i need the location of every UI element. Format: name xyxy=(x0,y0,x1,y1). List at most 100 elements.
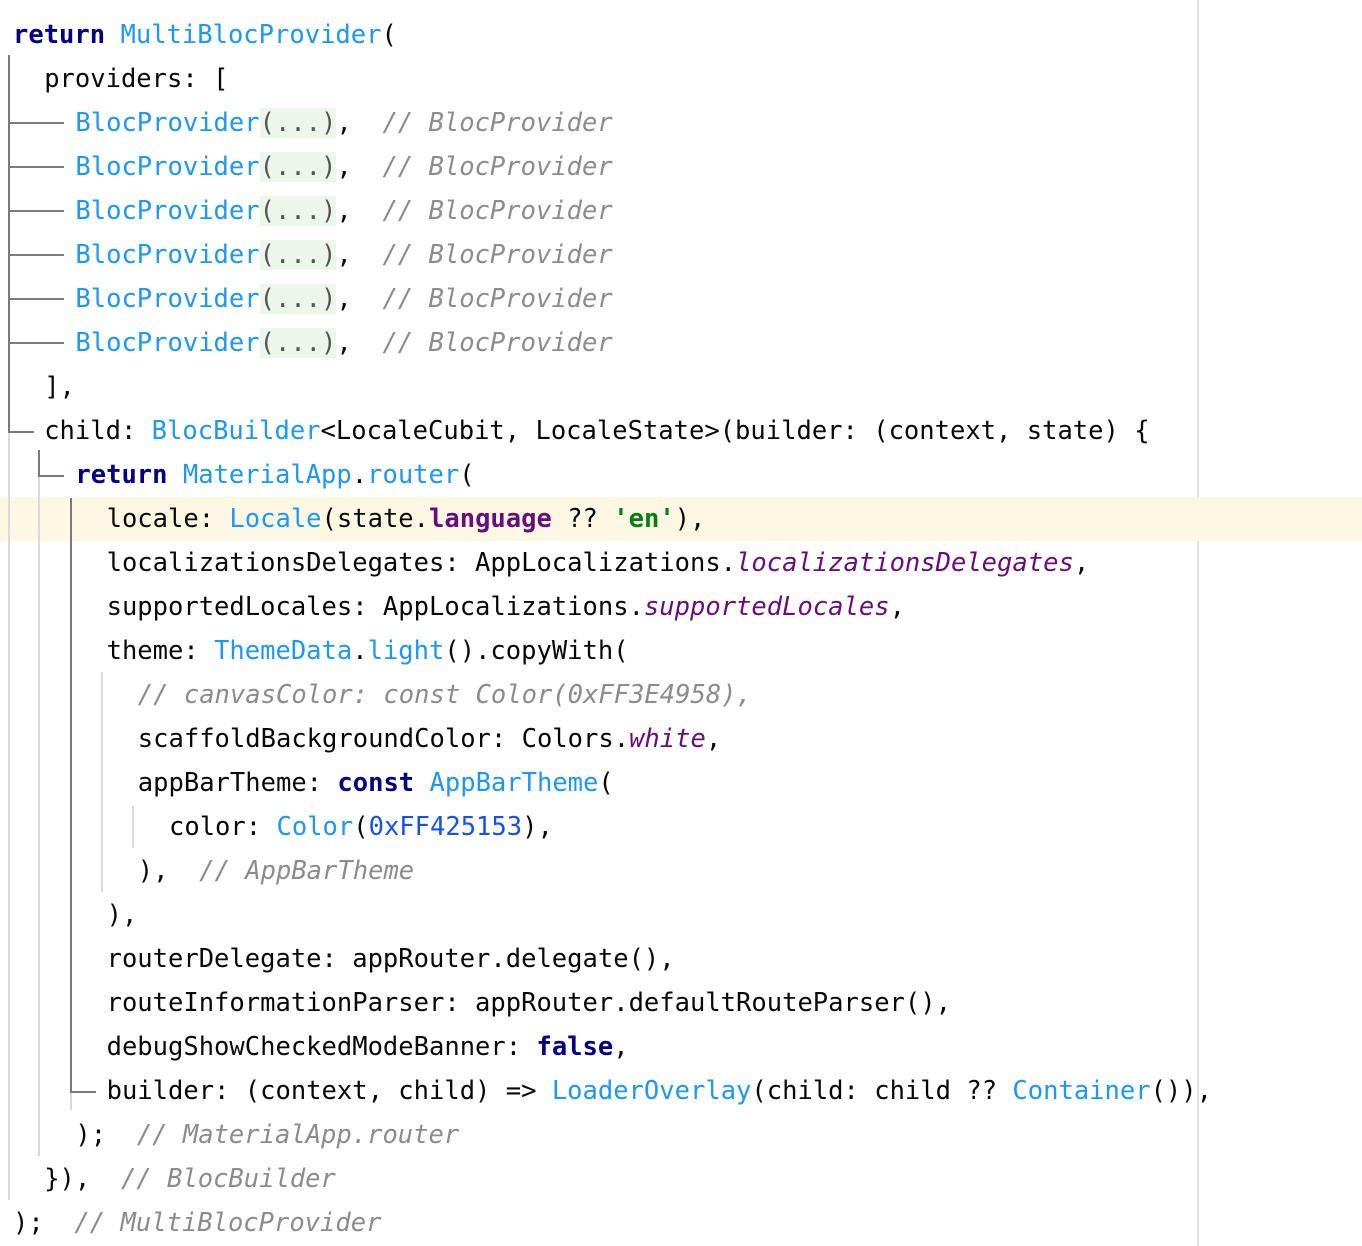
code-line[interactable]: ); // MaterialApp.router xyxy=(0,1113,1362,1157)
code-line[interactable]: return MaterialApp.router( xyxy=(0,453,1362,497)
code-text: return MultiBlocProvider( xyxy=(13,13,397,57)
code-text: builder: (context, child) => LoaderOverl… xyxy=(107,1069,1212,1113)
indent-guide xyxy=(101,672,103,892)
code-line[interactable]: BlocProvider(...), // BlocProvider xyxy=(0,321,1362,365)
code-token: localizationsDelegates: AppLocalizations… xyxy=(106,548,737,578)
code-line[interactable]: scaffoldBackgroundColor: Colors.white, xyxy=(0,717,1362,761)
tree-branch-guide xyxy=(8,210,64,212)
indent-guide xyxy=(132,806,134,848)
indent-guide xyxy=(8,432,10,1200)
code-token: Locale xyxy=(229,504,322,534)
code-text: ), xyxy=(107,893,138,937)
code-token: AppBarTheme xyxy=(429,768,599,798)
code-token: ); xyxy=(13,1208,75,1238)
tree-branch-guide xyxy=(38,475,64,477)
code-token: }), xyxy=(44,1164,121,1194)
code-line[interactable]: child: BlocBuilder<LocaleCubit, LocaleSt… xyxy=(0,409,1362,453)
code-text: BlocProvider(...), // BlocProvider xyxy=(75,277,613,321)
folded-region[interactable]: (...) xyxy=(259,152,337,182)
code-token: child: xyxy=(44,416,152,446)
folded-region[interactable]: (...) xyxy=(259,328,337,358)
code-line[interactable]: BlocProvider(...), // BlocProvider xyxy=(0,189,1362,233)
code-token: , xyxy=(336,152,383,182)
code-text: BlocProvider(...), // BlocProvider xyxy=(75,189,613,233)
code-text: // canvasColor: const Color(0xFF3E4958), xyxy=(138,673,752,717)
code-token: builder: (context, child) => xyxy=(106,1076,552,1106)
widget-tree-guide xyxy=(38,450,40,476)
code-token: , xyxy=(705,724,722,754)
folded-region[interactable]: (...) xyxy=(259,196,337,226)
code-token: // MaterialApp.router xyxy=(136,1120,460,1150)
code-token: , xyxy=(336,284,383,314)
code-token: MultiBlocProvider xyxy=(120,20,382,50)
code-token: ( xyxy=(598,768,614,798)
code-line[interactable]: ), xyxy=(0,893,1362,937)
code-line[interactable]: ), // AppBarTheme xyxy=(0,849,1362,893)
code-line[interactable]: BlocProvider(...), // BlocProvider xyxy=(0,101,1362,145)
code-line[interactable]: ], xyxy=(0,365,1362,409)
code-token: BlocProvider xyxy=(75,108,260,138)
code-line[interactable]: appBarTheme: const AppBarTheme( xyxy=(0,761,1362,805)
code-token: Color xyxy=(276,812,354,842)
code-token: return xyxy=(13,20,106,50)
code-token: router xyxy=(367,460,460,490)
code-text: theme: ThemeData.light().copyWith( xyxy=(107,629,629,673)
code-line[interactable]: BlocProvider(...), // BlocProvider xyxy=(0,277,1362,321)
code-token: language xyxy=(429,504,552,534)
code-line[interactable]: // canvasColor: const Color(0xFF3E4958), xyxy=(0,673,1362,717)
code-line[interactable]: supportedLocales: AppLocalizations.suppo… xyxy=(0,585,1362,629)
code-line[interactable]: BlocProvider(...), // BlocProvider xyxy=(0,145,1362,189)
code-token: MaterialApp xyxy=(182,460,352,490)
code-token: const xyxy=(337,768,415,798)
indent-guide xyxy=(70,1092,72,1110)
code-token: ), xyxy=(106,900,138,930)
code-line[interactable]: providers: [ xyxy=(0,57,1362,101)
code-line[interactable]: routerDelegate: appRouter.delegate(), xyxy=(0,937,1362,981)
code-token: ), xyxy=(674,504,706,534)
folded-region[interactable]: (...) xyxy=(259,240,337,270)
code-token: theme: xyxy=(106,636,215,666)
code-text: supportedLocales: AppLocalizations.suppo… xyxy=(107,585,905,629)
code-token: LoaderOverlay xyxy=(551,1076,752,1106)
code-line[interactable]: debugShowCheckedModeBanner: false, xyxy=(0,1025,1362,1069)
indent-guide xyxy=(38,476,40,1156)
code-text: ), // AppBarTheme xyxy=(138,849,414,893)
code-token: ()), xyxy=(1150,1076,1212,1106)
code-token: BlocBuilder xyxy=(151,416,321,446)
code-line[interactable]: localizationsDelegates: AppLocalizations… xyxy=(0,541,1362,585)
code-line[interactable]: builder: (context, child) => LoaderOverl… xyxy=(0,1069,1362,1113)
code-line[interactable]: ); // MultiBlocProvider xyxy=(0,1201,1362,1245)
folded-region[interactable]: (...) xyxy=(259,284,337,314)
code-line[interactable]: }), // BlocBuilder xyxy=(0,1157,1362,1201)
code-line[interactable]: locale: Locale(state.language ?? 'en'), xyxy=(0,497,1362,541)
code-token: providers: [ xyxy=(44,64,229,94)
code-token: // MultiBlocProvider xyxy=(74,1208,382,1238)
code-text: BlocProvider(...), // BlocProvider xyxy=(75,321,613,365)
code-line[interactable]: theme: ThemeData.light().copyWith( xyxy=(0,629,1362,673)
code-token: // BlocProvider xyxy=(382,284,613,314)
code-line[interactable]: BlocProvider(...), // BlocProvider xyxy=(0,233,1362,277)
code-token: , xyxy=(336,108,383,138)
code-token: routeInformationParser: appRouter.defaul… xyxy=(106,988,951,1018)
tree-branch-guide xyxy=(8,254,64,256)
code-text: locale: Locale(state.language ?? 'en'), xyxy=(107,497,706,541)
code-token: Container xyxy=(1012,1076,1151,1106)
widget-tree-guide xyxy=(8,55,10,432)
code-line[interactable]: return MultiBlocProvider( xyxy=(0,13,1362,57)
code-text: ); // MaterialApp.router xyxy=(75,1113,459,1157)
code-text: BlocProvider(...), // BlocProvider xyxy=(75,101,613,145)
code-token: BlocProvider xyxy=(75,284,260,314)
code-token: // BlocProvider xyxy=(382,196,613,226)
code-token: , xyxy=(336,328,383,358)
code-token: 'en' xyxy=(613,504,675,534)
code-line[interactable]: routeInformationParser: appRouter.defaul… xyxy=(0,981,1362,1025)
code-token: BlocProvider xyxy=(75,152,260,182)
code-text: color: Color(0xFF425153), xyxy=(169,805,553,849)
code-text: child: BlocBuilder<LocaleCubit, LocaleSt… xyxy=(44,409,1149,453)
code-text: ); // MultiBlocProvider xyxy=(13,1201,381,1245)
folded-region[interactable]: (...) xyxy=(259,108,337,138)
tree-branch-guide xyxy=(8,298,64,300)
code-token: ], xyxy=(44,372,75,402)
code-line[interactable]: color: Color(0xFF425153), xyxy=(0,805,1362,849)
